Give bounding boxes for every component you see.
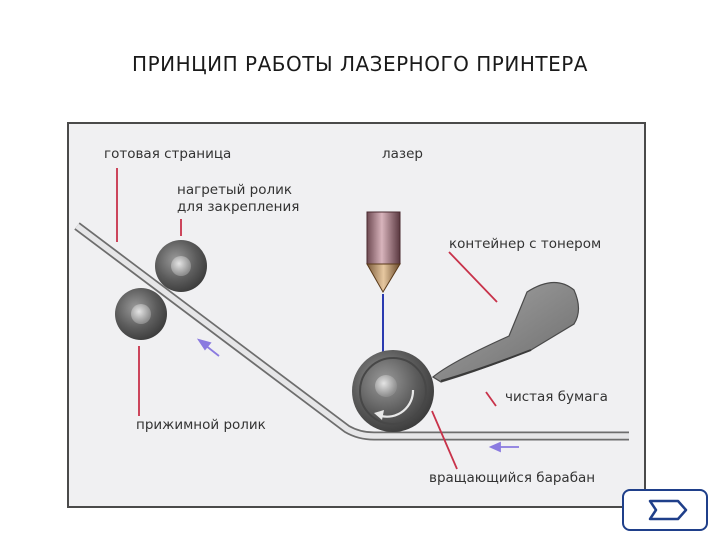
toner-container: [431, 281, 580, 383]
paper-flow-arrows: [196, 338, 519, 453]
label-laser: лазер: [382, 146, 423, 162]
diagram-drawing: [74, 168, 629, 470]
label-finished-page: готовая страница: [104, 146, 232, 162]
laser-module: [366, 211, 401, 293]
pressure-roller: [115, 288, 167, 340]
label-clean-paper: чистая бумага: [505, 389, 608, 405]
chevron-right-icon: [648, 499, 688, 521]
label-rotating-drum: вращающийся барабан: [429, 470, 596, 486]
heated-roller: [155, 240, 207, 292]
rotating-drum: [352, 350, 434, 432]
laser-printer-diagram: готовая страница нагретый ролик для закр…: [67, 122, 646, 508]
label-heated-roller-line1: нагретый ролик: [177, 182, 293, 198]
slide-title: ПРИНЦИП РАБОТЫ ЛАЗЕРНОГО ПРИНТЕРА: [132, 52, 588, 76]
label-heated-roller-line2: для закрепления: [177, 199, 300, 215]
label-pressure-roller: прижимной ролик: [136, 417, 266, 433]
leader-lines: [116, 168, 498, 470]
label-toner-container: контейнер с тонером: [449, 236, 602, 252]
next-slide-button[interactable]: [622, 489, 708, 531]
